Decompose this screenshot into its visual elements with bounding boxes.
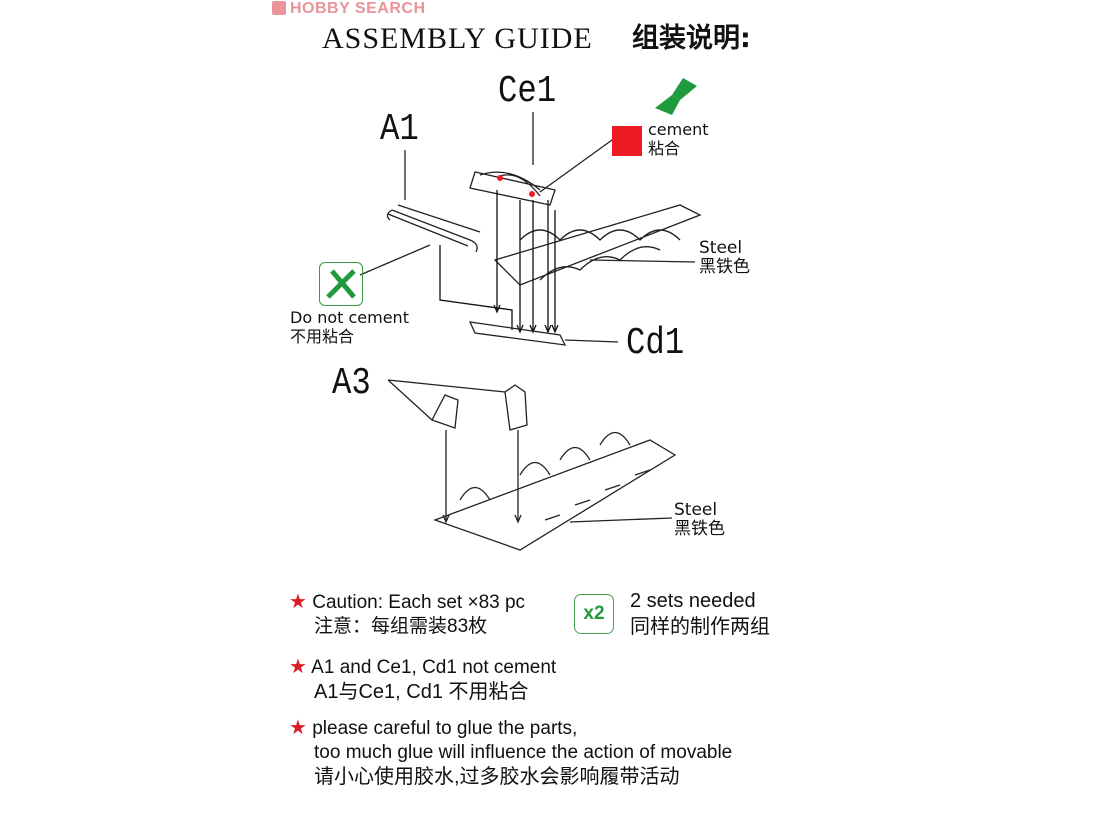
steel-label-cn: 黑铁色 <box>699 257 750 277</box>
watermark-text: HOBBY SEARCH <box>290 0 426 17</box>
instruction-text: please careful to glue the parts, <box>312 718 578 739</box>
sets-label: 2 sets needed <box>630 590 756 612</box>
leader-do-not-cement <box>359 244 431 276</box>
page-title: ASSEMBLY GUIDE <box>322 22 593 55</box>
instruction-text-cn: 请小心使用胶水,过多胶水会影响履带活动 <box>314 766 680 788</box>
instruction-text-cn: A1与Ce1, Cd1 不用粘合 <box>314 681 529 703</box>
part-cd1-drawing <box>468 321 567 346</box>
page-title-cn: 组装说明: <box>632 23 751 54</box>
part-ce1-drawing <box>469 171 556 206</box>
cement-legend: cement 粘合 <box>648 120 708 158</box>
sets-label-cn: 同样的制作两组 <box>630 616 770 638</box>
star-icon: ★ <box>289 656 307 678</box>
cement-label-cn: 粘合 <box>648 139 681 158</box>
cement-color-swatch <box>612 126 642 156</box>
part-a1-drawing <box>386 204 481 253</box>
steel-label-cn: 黑铁色 <box>674 519 725 539</box>
do-not-cement-label-cn: 不用粘合 <box>290 327 355 346</box>
part-label-a3: A3 <box>332 362 371 405</box>
part-a3-drawing <box>431 384 528 431</box>
do-not-cement-label: Do not cement <box>290 308 409 327</box>
instruction-text-2: too much glue will influence the action … <box>314 742 733 763</box>
track-assembly-upper <box>493 204 702 286</box>
cement-dot <box>529 191 535 197</box>
steel-label: Steel <box>674 500 718 520</box>
watermark-logo: HOBBY SEARCH <box>272 0 426 18</box>
assembly-arrows-lower <box>442 430 522 524</box>
instruction-not-cement: ★ A1 and Ce1, Cd1 not cement A1与Ce1, Cd1… <box>289 655 556 705</box>
part-label-cd1: Cd1 <box>626 322 685 365</box>
glue-brush-icon <box>655 78 697 115</box>
sets-needed: 2 sets needed 同样的制作两组 <box>630 588 770 640</box>
steel-note-lower: Steel 黑铁色 <box>674 501 725 539</box>
instruction-text-cn: 注意：每组需装83枚 <box>314 616 488 637</box>
part-label-a1: A1 <box>380 108 419 151</box>
star-icon: ★ <box>289 591 307 613</box>
cement-dot <box>497 175 503 181</box>
leader-a3 <box>387 379 506 421</box>
instruction-text: A1 and Ce1, Cd1 not cement <box>311 657 557 678</box>
no-glue-glyph <box>326 269 356 299</box>
leader-cd1 <box>564 339 619 343</box>
instruction-caution: ★ Caution: Each set ×83 pc 注意：每组需装83枚 <box>289 590 525 639</box>
leader-steel-1 <box>589 259 696 263</box>
assembly-arrows <box>439 190 559 334</box>
steel-label: Steel <box>699 238 743 258</box>
steel-note-upper: Steel 黑铁色 <box>699 239 750 277</box>
leader-cement <box>539 139 613 193</box>
leader-steel-2 <box>569 517 673 523</box>
sets-badge: x2 <box>574 594 614 634</box>
track-assembly-lower <box>433 431 677 551</box>
do-not-cement-legend: Do not cement 不用粘合 <box>290 308 409 346</box>
star-icon: ★ <box>289 717 307 739</box>
instruction-glue-care: ★ please careful to glue the parts, too … <box>289 716 732 790</box>
part-label-ce1: Ce1 <box>498 70 557 113</box>
no-glue-icon <box>319 262 363 306</box>
cement-label: cement <box>648 120 709 139</box>
instruction-text: Caution: Each set ×83 pc <box>312 592 526 613</box>
